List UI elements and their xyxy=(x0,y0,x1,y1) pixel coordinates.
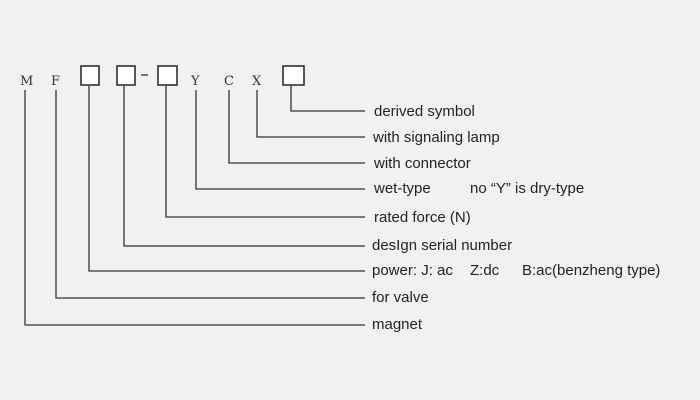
rated-force-box xyxy=(157,65,178,86)
leader-serial xyxy=(123,86,365,247)
code-letter-m: M xyxy=(20,74,33,89)
label-signaling-lamp: with signaling lamp xyxy=(372,129,500,146)
label-power-dc: Z:dc xyxy=(470,262,500,279)
leader-magnet xyxy=(24,90,365,326)
leader-derived xyxy=(290,86,365,112)
leader-power xyxy=(88,86,365,272)
leader-wet xyxy=(195,90,365,190)
leader-connector xyxy=(228,90,365,164)
label-power-benzheng: B:ac(benzheng type) xyxy=(522,262,660,279)
leader-force xyxy=(165,86,365,218)
label-serial-number: desIgn serial number xyxy=(372,237,512,254)
leader-valve xyxy=(55,90,365,299)
code-letter-f: F xyxy=(51,74,60,89)
code-letter-y: Y xyxy=(190,74,200,89)
label-wet-type: wet-type xyxy=(373,180,431,197)
label-dry-type: no “Y” is dry-type xyxy=(470,180,584,197)
code-letter-x: X xyxy=(252,74,262,89)
label-power-ac: power: J: ac xyxy=(372,262,453,279)
serial-number-box xyxy=(116,65,136,86)
label-rated-force: rated force (N) xyxy=(374,209,471,226)
label-for-valve: for valve xyxy=(372,289,429,306)
label-connector: with connector xyxy=(373,155,471,172)
leader-lamp xyxy=(256,90,365,138)
derived-symbol-box xyxy=(282,65,305,86)
label-magnet: magnet xyxy=(372,316,423,333)
code-letter-c: C xyxy=(224,74,234,89)
label-derived-symbol: derived symbol xyxy=(374,103,475,120)
power-code-box xyxy=(80,65,100,86)
